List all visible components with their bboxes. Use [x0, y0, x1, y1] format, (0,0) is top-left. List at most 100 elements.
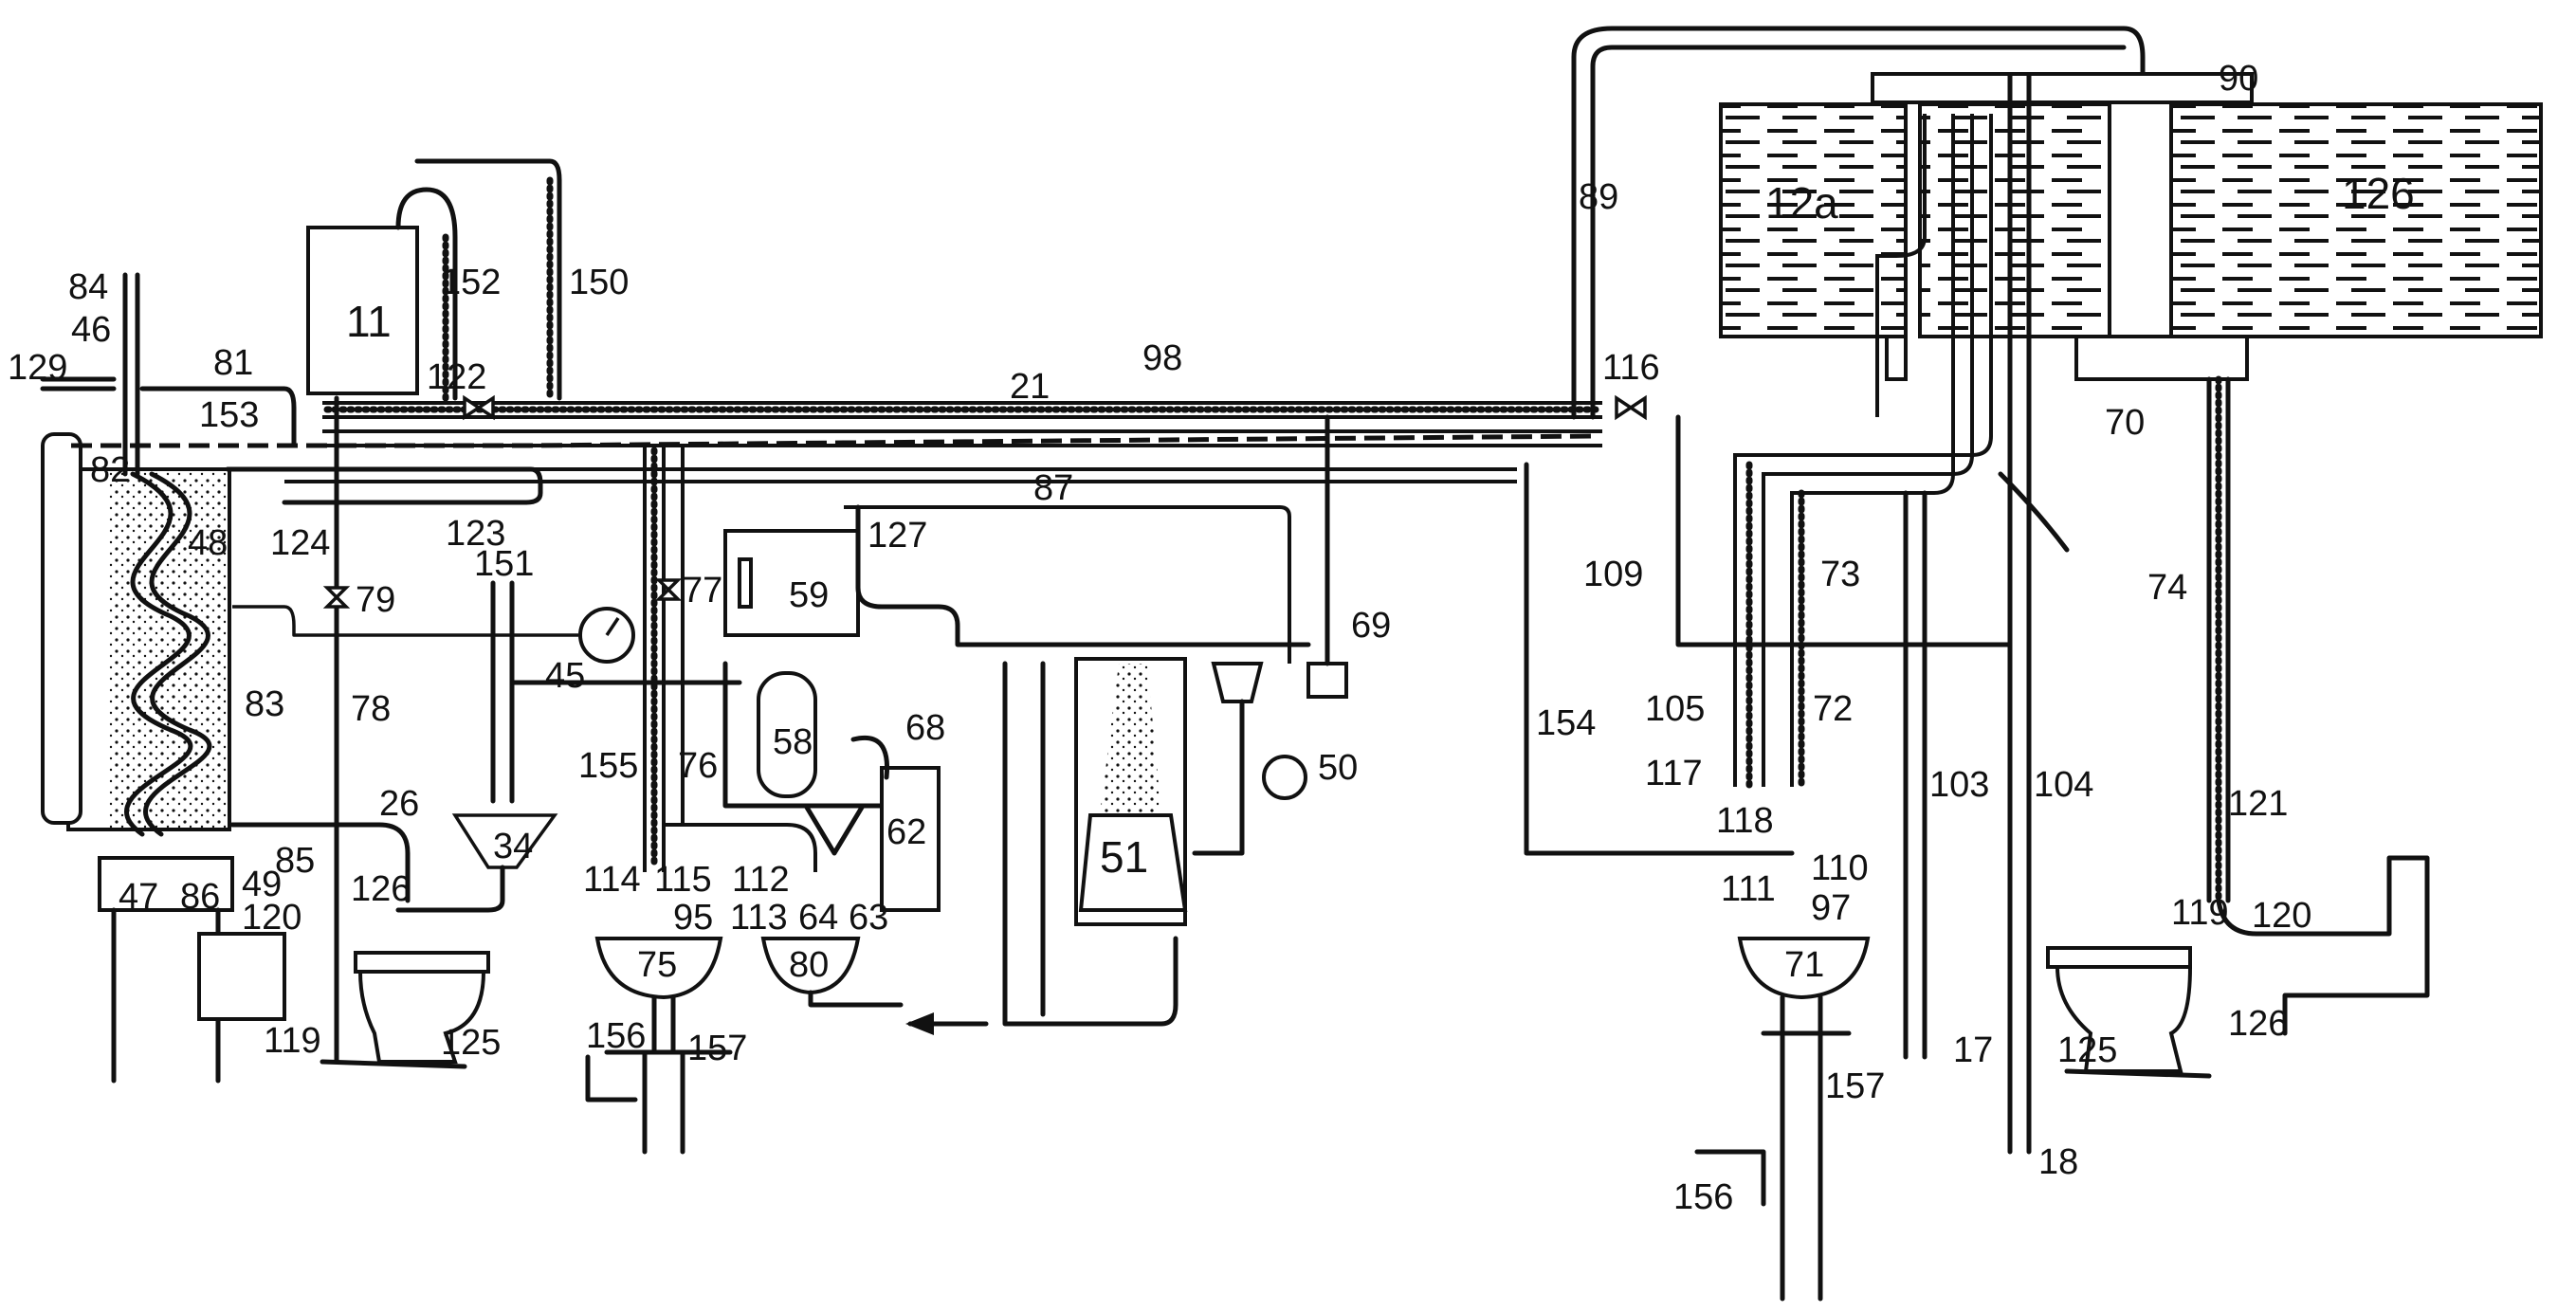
label-119a: 119	[264, 1021, 321, 1061]
label-73: 73	[1820, 555, 1860, 594]
label-156a: 156	[586, 1016, 646, 1056]
label-11: 11	[346, 297, 392, 346]
label-152: 152	[441, 263, 501, 302]
label-114: 114	[583, 860, 641, 900]
label-97: 97	[1811, 888, 1851, 928]
label-126a: 126	[351, 869, 411, 909]
label-123: 123	[446, 514, 505, 554]
line-45	[232, 605, 578, 637]
pipe-89-inner	[1590, 45, 2127, 420]
label-120a: 120	[242, 898, 301, 938]
float-69	[1306, 662, 1348, 699]
pump-50	[1262, 755, 1307, 800]
label-50: 50	[1318, 748, 1358, 788]
label-70: 70	[2105, 403, 2145, 443]
label-86: 86	[180, 877, 220, 917]
label-26: 26	[379, 784, 419, 824]
pipe-104	[2007, 73, 2032, 1155]
drain-34	[395, 865, 505, 913]
label-127: 127	[868, 516, 927, 556]
label-71: 71	[1784, 945, 1824, 985]
pipe-87	[844, 505, 1291, 664]
coil-83	[124, 471, 193, 837]
pipe-155	[643, 446, 666, 872]
label-112: 112	[732, 860, 790, 900]
label-80: 80	[789, 945, 829, 985]
label-156b: 156	[1673, 1177, 1733, 1217]
pipe-50	[1192, 699, 1245, 856]
pipe-151	[490, 580, 515, 804]
label-90: 90	[2219, 59, 2258, 99]
vent-84	[122, 272, 140, 477]
tank-11	[306, 226, 419, 395]
frame-58	[722, 661, 894, 809]
sump-12a	[1885, 335, 1908, 381]
label-95: 95	[673, 898, 713, 938]
label-98: 98	[1142, 338, 1182, 378]
stack-156	[585, 1054, 638, 1102]
pipe-21	[322, 401, 1602, 419]
label-81: 81	[213, 343, 253, 383]
tank-126	[2169, 102, 2543, 338]
pipe-121	[2206, 376, 2231, 903]
pipe-117	[1733, 114, 1993, 787]
label-154: 154	[1536, 703, 1596, 743]
vessel-58	[757, 671, 817, 798]
tank-62	[880, 766, 941, 912]
gauge-needle	[605, 617, 620, 636]
flow-arrow-head	[905, 1012, 934, 1035]
boiler-unit	[41, 432, 286, 1084]
label-121: 121	[2228, 784, 2288, 824]
riser-a	[1875, 114, 1927, 417]
toilet-125-right	[2046, 946, 2212, 1079]
pipe-26	[229, 822, 411, 903]
label-111: 111	[1721, 869, 1776, 909]
label-89: 89	[1579, 177, 1618, 217]
label-18: 18	[2038, 1142, 2078, 1182]
sink-71	[1737, 937, 1871, 1000]
valve-122	[463, 394, 495, 421]
pipe-89	[1571, 26, 2146, 420]
label-63: 63	[849, 898, 888, 938]
pipe-150	[414, 158, 562, 401]
label-126c: 126	[2228, 1004, 2288, 1044]
pipe-120-right	[2216, 855, 2430, 1036]
label-75: 75	[637, 945, 677, 985]
pipe-103	[1903, 490, 1927, 1060]
valve-79	[322, 586, 351, 609]
sink-71-drain	[1761, 994, 1852, 1036]
toilet-base-right	[2064, 1068, 2212, 1079]
label-64: 64	[798, 898, 838, 938]
sump-70	[2074, 335, 2249, 381]
pipe-154	[1524, 462, 1795, 856]
label-12a: 12a	[1765, 178, 1838, 228]
label-151: 151	[474, 544, 534, 584]
label-48: 48	[188, 523, 228, 563]
label-118: 118	[1716, 801, 1774, 841]
toilet-base-left	[320, 1059, 467, 1069]
valves-63-64	[803, 803, 866, 856]
machine-51-drain	[1002, 661, 1178, 1027]
pipe-105	[1675, 414, 2013, 647]
label-82: 82	[90, 450, 130, 490]
label-77: 77	[683, 571, 722, 610]
machine-51-spray	[1100, 664, 1161, 815]
label-47: 47	[119, 877, 158, 917]
label-119b: 119	[2171, 893, 2229, 933]
filter-50-top	[1211, 662, 1264, 703]
label-46: 46	[71, 310, 111, 350]
label-105: 105	[1645, 689, 1705, 729]
label-74: 74	[2147, 568, 2187, 608]
label-153: 153	[199, 395, 259, 435]
label-68: 68	[905, 708, 945, 748]
pipe-152	[395, 187, 458, 401]
toilet-seat-right	[2046, 946, 2192, 969]
pipe-98	[322, 429, 1602, 447]
label-122: 122	[427, 357, 486, 397]
label-126b: 126	[2342, 169, 2415, 218]
label-62: 62	[886, 812, 926, 852]
label-157a: 157	[687, 1029, 747, 1068]
label-116: 116	[1602, 348, 1660, 388]
label-58: 58	[773, 722, 813, 762]
